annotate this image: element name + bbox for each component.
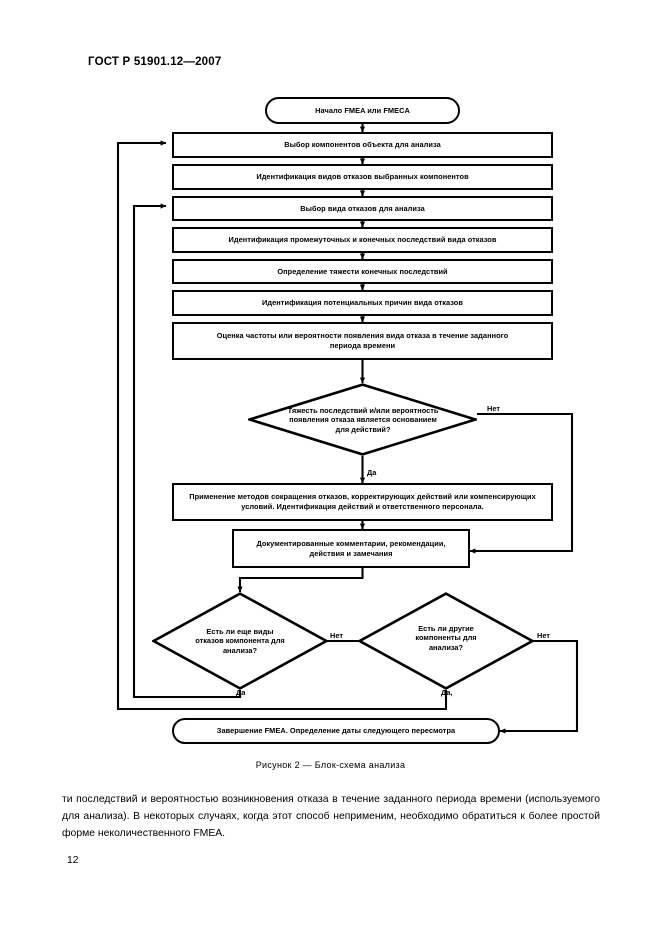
flow-step-7-label: Оценка частоты или вероятности появления… [216, 331, 509, 350]
page-number: 12 [67, 855, 79, 866]
flow-decision-3-yes-label: Да, [441, 688, 453, 697]
flow-action-box-label: Применение методов сокращения отказов, к… [189, 492, 536, 511]
flow-decision-3-no-label: Нет [537, 631, 550, 640]
flow-step-4-label: Идентификация промежуточных и конечных п… [228, 235, 497, 244]
flow-decision-2-yes-label: Да [236, 688, 246, 697]
flow-document-box-label: Документированные комментарии, рекоменда… [256, 538, 446, 558]
flow-end-terminal: Завершение FMEA. Определение даты следую… [172, 718, 500, 744]
flow-step-5: Определение тяжести конечных последствий [172, 259, 553, 284]
flow-decision-2-shape [152, 592, 328, 690]
flow-step-6: Идентификация потенциальных причин вида … [172, 290, 553, 316]
flow-decision-1-label: Тяжесть последствий и/или вероятность по… [287, 405, 439, 434]
flow-decision-2-no-label: Нет [330, 631, 343, 640]
flow-start-label: Начало FMEA или FMECA [315, 105, 410, 115]
flow-step-1: Выбор компонентов объекта для анализа [172, 132, 553, 158]
flow-end-label: Завершение FMEA. Определение даты следую… [216, 726, 456, 735]
flow-decision-1-yes-label: Да [367, 468, 377, 477]
flow-document-box: Документированные комментарии, рекоменда… [232, 529, 470, 568]
flow-decision-3-label: Есть ли другие компоненты для анализа? [415, 623, 477, 652]
flow-step-2: Идентификация видов отказов выбранных ко… [172, 164, 553, 190]
flow-step-5-label: Определение тяжести конечных последствий [277, 266, 448, 276]
figure-caption: Рисунок 2 — Блок-схема анализа [255, 760, 406, 770]
body-paragraph: ти последствий и вероятностью возникнове… [62, 792, 600, 843]
flow-action-box: Применение методов сокращения отказов, к… [172, 483, 553, 521]
flow-decision-1-no-label: Нет [487, 404, 500, 413]
flow-step-3: Выбор вида отказов для анализа [172, 196, 553, 221]
flow-step-6-label: Идентификация потенциальных причин вида … [262, 298, 463, 307]
flow-decision-1-shape [248, 383, 477, 456]
flow-step-3-label: Выбор вида отказов для анализа [300, 203, 425, 213]
flow-decision-3-shape [358, 592, 534, 690]
body-paragraph-text: ти последствий и вероятностью возникнове… [62, 794, 600, 839]
flow-step-7: Оценка частоты или вероятности появления… [172, 322, 553, 360]
standard-header: ГОСТ Р 51901.12—2007 [88, 56, 222, 68]
flow-step-1-label: Выбор компонентов объекта для анализа [284, 140, 441, 149]
flow-decision-2-label: Есть ли еще виды отказов компонента для … [195, 626, 285, 655]
flow-connectors [116, 124, 579, 734]
flow-step-4: Идентификация промежуточных и конечных п… [172, 227, 553, 253]
flow-start-terminal: Начало FMEA или FMECA [265, 97, 460, 124]
flow-step-2-label: Идентификация видов отказов выбранных ко… [256, 172, 469, 181]
